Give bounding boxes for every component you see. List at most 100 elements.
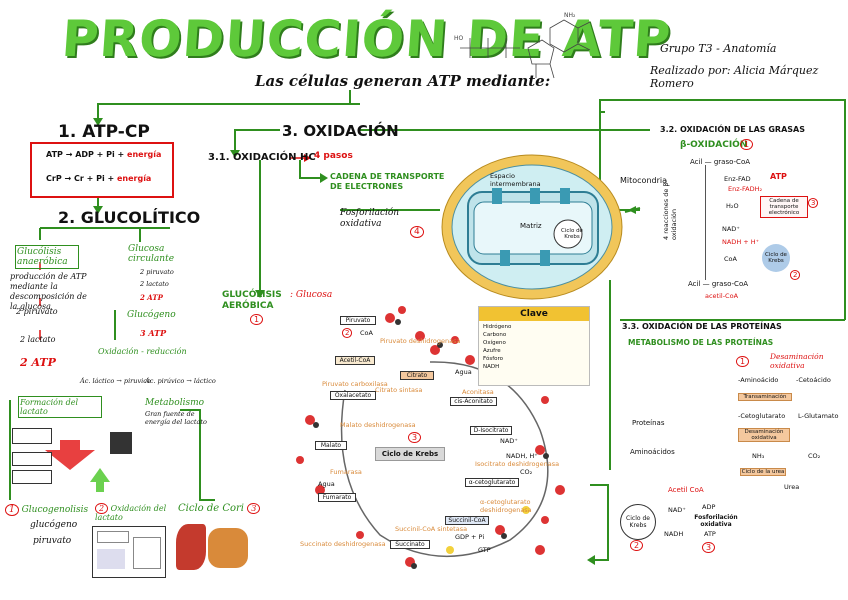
page-subtitle: Las células generan ATP mediante: [255,72,551,90]
proteinas-atp: ATP [704,530,716,538]
proteinas-label: Proteínas [632,419,665,427]
mitocondria-label: Mitocondria [620,176,668,185]
atp-molecule-image: NH₂ HO [454,12,591,79]
ciclo-urea-box: Ciclo de la urea [740,468,786,476]
group-label: Grupo T3 - Anatomía [660,42,777,55]
beta-side-label: 4 reacciones de β-oxidación [662,180,678,240]
oxidacion-hc-pasos: 4 pasos [314,151,353,161]
svg-text:HO: HO [454,35,464,42]
beta-h2o: H₂O [726,202,739,210]
proteinas-heading: 3.3. OXIDACIÓN DE LAS PROTEÍNAS [622,322,782,331]
num-badge: 1 [250,314,264,325]
fosforilacion-label: Fosforilación oxidativa [340,208,400,229]
mitochondria-diagram [441,154,623,300]
enzyme-isocitrato-desh: Isocitrato deshidrogenasa [475,460,560,468]
beta-coa: CoA [724,255,737,263]
beta-nad: NAD⁺ [722,225,740,233]
lactico-2: láctico [193,377,216,385]
krebs-nad: NAD⁺ [500,437,518,445]
beta-acetil: acetil-CoA [705,292,739,300]
beta-heading: 3.2. OXIDACIÓN DE LAS GRASAS [660,125,805,134]
glutamato-label: L-Glutamato [798,412,839,420]
num-badge: 2 [630,540,644,551]
num-badge: 3 [408,432,422,443]
enzyme-piruvato-carb: Piruvato carboxilasa [322,380,388,388]
ac-lactico: Ác. láctico [80,377,115,385]
acetil-coa-label: Acetil CoA [668,486,704,494]
atp-cp-eq2-right: Cr + Pi + [73,174,115,183]
atp-cp-eq1-left: ATP [46,150,63,159]
krebs-coa: CoA [360,329,373,337]
arrow-icon: → [65,150,73,159]
krebs-node-alfa: α-cetoglutarato [465,478,519,487]
krebs-node-fumarato: Fumarato [318,493,356,502]
enzyme-succinato-desh: Succinato deshidrogenasa [300,540,386,548]
proteinas-krebs-circle: Ciclo de Krebs [620,504,656,540]
atp-cp-eq1-energy: energía [127,150,162,159]
krebs-co2: CO₂ [520,468,533,476]
author-label: Realizado por: Alicia Márquez Romero [650,64,819,90]
redox-label: Oxidación - reducción [98,347,187,356]
formacion-lactato-label: Formación del lactato [18,396,102,418]
krebs-title: Ciclo de Krebs [375,447,445,461]
clave-item: Hidrógeno [483,324,512,330]
num-badge: 4 [410,226,424,238]
piruvico-1: piruvico [123,377,151,385]
piruvato-label: 2 piruvato [16,307,58,316]
krebs-node-isocitrato: D-Isocitrato [470,426,512,435]
beta-acil-top: Acil — graso-CoA [690,158,751,166]
glucogenolisis-text: Glucogenolisis [21,505,89,515]
beta-arrow-line [705,165,706,280]
num-badge: 2 [790,270,801,280]
svg-text:NH₂: NH₂ [564,12,576,19]
glucolisis-aerobica-label: GLUCÓLISIS AERÓBICA [222,290,282,311]
desaminacion-ox-box: Desaminación oxidativa [738,428,790,442]
ciclo-cori-text: Ciclo de Cori [178,503,244,514]
lactato-label: 2 lactato [20,335,56,344]
oxidacion-lactato-label: 2 Oxidación del lactato [95,503,170,522]
proteinas-sub: METABOLISMO DE LAS PROTEÍNAS [628,338,774,347]
glucosa-circulante-label: Glucosa circulante [128,244,175,264]
nh3-label: NH₃ [752,452,765,460]
ac-piruvico: Ác. pirúvico [145,377,185,385]
beta-cadena-box: Cadena de transporte electrónico [760,196,808,218]
proteinas-nad: NAD⁺ [668,506,686,514]
ciclo-krebs-mito-label: Ciclo de Krebs [561,228,583,240]
cetoacido-label: -Cetoácido [796,376,831,384]
atp-cp-eq1-right: ADP + Pi + [75,150,125,159]
enzyme-malato-desh: Malato deshidrogenasa [340,421,416,429]
aminoacidos-label: Aminoácidos [630,448,675,456]
enzyme-fumarasa: Fumarasa [330,468,362,476]
beta-krebs-circle: Ciclo de Krebs [762,244,790,272]
glucolitico-heading: 2. GLUCOLÍTICO [58,208,201,227]
beta-acil-bottom: Acil — graso-CoA [688,280,749,288]
num-badge: 1 [5,504,19,516]
glucosa-step3: 2 ATP [140,293,163,302]
glucolisis-anaerobica-note: producción de ATP mediante la descomposi… [10,272,87,311]
oxidacion-lactato-diagram [92,526,166,578]
lactato-diagram-box [12,470,52,484]
clave-item: Azufre [483,348,501,354]
krebs-node-malato: Malato [315,441,347,450]
ciclo-cori-image [176,520,251,575]
krebs-node-oxalacetato: Oxalacetato [330,391,376,400]
krebs-agua-1: Agua [455,368,472,376]
beta-enz-fadh: Enz-FADH₂ [728,185,763,193]
num-badge: 1 [736,356,750,367]
transaminacion-box: Transaminación [738,393,792,401]
num-badge: 3 [247,503,261,514]
enzyme-citrato-sintasa: Citrato sintasa [375,386,423,394]
krebs-node-acetil: Acetil-CoA [335,356,375,365]
glucosa-step1: 2 piruvato [140,268,174,276]
desaminacion-label: Desaminación oxidativa [770,352,824,370]
num-badge: 1 [740,139,754,150]
urea-label: Urea [784,483,800,491]
beta-atp: ATP [770,172,787,181]
num-badge: 3 [702,542,716,553]
proteinas-nadh: NADH [664,530,684,538]
krebs-gtp: GTP [478,546,491,554]
enzyme-succinil-sint: Succinil-CoA sintetasa [395,525,468,533]
num-badge: 2 [95,503,109,514]
glucogenolisis-label: 1 Glucogenolisis [5,504,89,516]
oxidacion-lactato-text: Oxidación del lactato [95,504,167,522]
